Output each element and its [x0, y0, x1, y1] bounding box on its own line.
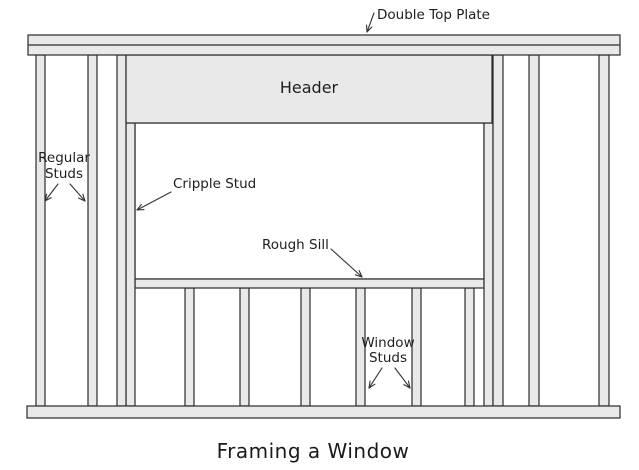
rough-sill-label: Rough Sill — [262, 237, 329, 253]
king-stud-left — [116, 54, 127, 407]
cripple-stud-label: Cripple Stud — [173, 176, 256, 192]
regular-stud-2 — [87, 54, 98, 407]
rough-sill — [134, 278, 485, 289]
trimmer-stud-right — [483, 122, 494, 407]
regular-studs-arrow-left — [44, 183, 59, 202]
window-opening — [134, 122, 485, 280]
cripple-stud-below-sill-2 — [239, 287, 250, 407]
regular-studs-label-line1: Regular — [38, 150, 90, 166]
cripple-stud-below-sill-1 — [184, 287, 195, 407]
regular-stud-4 — [598, 54, 610, 407]
regular-studs-arrow-right — [69, 183, 86, 202]
double-top-plate-arrow — [365, 12, 375, 33]
regular-stud-1 — [35, 54, 46, 407]
window-studs-arrow-left — [368, 367, 383, 389]
cripple-stud-below-sill-4 — [464, 287, 475, 407]
header-beam — [125, 54, 493, 124]
window-studs-arrow-right — [394, 367, 411, 389]
trimmer-stud-left — [125, 122, 136, 407]
leader-arrows — [44, 12, 411, 389]
diagram-title: Framing a Window — [217, 439, 410, 463]
rough-sill-arrow — [330, 248, 363, 278]
window-studs-label-line2: Studs — [369, 350, 407, 366]
cripple-stud-arrow — [136, 191, 172, 211]
bottom-plate — [26, 405, 621, 419]
window-studs-label-line1: Window — [361, 335, 414, 351]
cripple-stud-below-sill-3 — [300, 287, 311, 407]
king-stud-right — [492, 54, 504, 407]
double-top-plate-label: Double Top Plate — [377, 7, 490, 23]
regular-studs-label-line2: Studs — [45, 166, 83, 182]
header-label: Header — [280, 78, 339, 97]
regular-stud-3 — [528, 54, 540, 407]
